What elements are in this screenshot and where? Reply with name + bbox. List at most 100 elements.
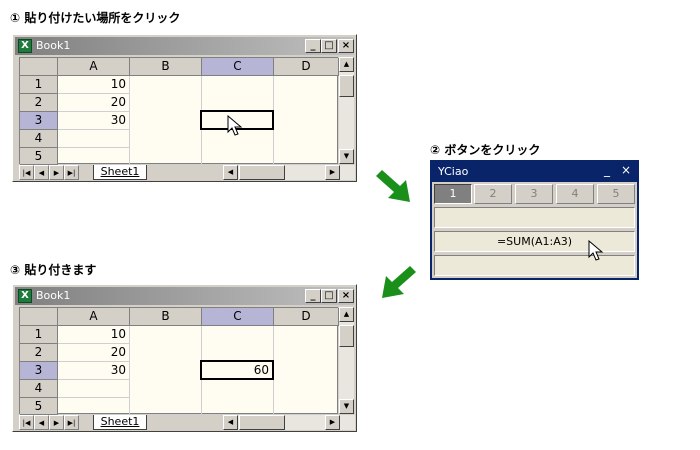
column-b-cells[interactable]: [130, 76, 202, 165]
palette-tab-2[interactable]: 2: [474, 184, 512, 204]
cell-a1[interactable]: 10: [58, 76, 130, 94]
palette-button-empty-2[interactable]: [434, 255, 635, 276]
close-button[interactable]: ×: [338, 39, 354, 53]
row-header-5[interactable]: 5: [20, 398, 58, 415]
close-button[interactable]: ×: [338, 289, 354, 303]
horizontal-scrollbar[interactable]: ◀ ▶: [223, 165, 355, 180]
cell-a2[interactable]: 20: [58, 94, 130, 112]
column-c-lower-cells[interactable]: [202, 380, 274, 415]
next-sheet-button[interactable]: ▶: [49, 165, 64, 180]
sheet-tab-bar: |◀ ◀ ▶ ▶| Sheet1 ◀ ▶: [19, 165, 355, 180]
cell-a5[interactable]: [58, 148, 130, 165]
step-3-caption: ③ 貼り付きます: [10, 263, 97, 277]
active-cell-c3[interactable]: [200, 110, 274, 130]
palette-button-sum[interactable]: =SUM(A1:A3): [434, 231, 635, 252]
palette-title: YCiao: [438, 165, 469, 178]
column-c-cells[interactable]: [202, 76, 274, 112]
palette-tab-5[interactable]: 5: [597, 184, 635, 204]
column-d-cells[interactable]: [274, 326, 339, 415]
hscroll-thumb[interactable]: [239, 415, 285, 430]
worksheet-grid: A B C D 1 2 3 4 5 10 20 30 60: [19, 307, 339, 415]
vertical-scrollbar[interactable]: ▲ ▼: [339, 307, 354, 414]
row-header-5[interactable]: 5: [20, 148, 58, 165]
mouse-pointer-icon: [227, 115, 243, 136]
column-header-a[interactable]: A: [58, 308, 130, 326]
minimize-button[interactable]: _: [305, 289, 321, 303]
row-header-2[interactable]: 2: [20, 94, 58, 112]
worksheet-grid: A B C D 1 2 3 4 5 10 20 30: [19, 57, 339, 165]
column-c-lower-cells[interactable]: [202, 130, 274, 165]
palette-title-bar[interactable]: YCiao _ ×: [432, 162, 637, 182]
sheet-tab[interactable]: Sheet1: [93, 165, 147, 180]
select-all-corner[interactable]: [20, 308, 58, 326]
cell-a5[interactable]: [58, 398, 130, 415]
palette-tab-1[interactable]: 1: [434, 184, 472, 204]
last-sheet-button[interactable]: ▶|: [64, 415, 79, 430]
palette-tab-3[interactable]: 3: [515, 184, 553, 204]
title-bar[interactable]: X Book1 _ □ ×: [15, 37, 354, 55]
hscroll-thumb[interactable]: [239, 165, 285, 180]
excel-icon: X: [18, 289, 32, 303]
scroll-right-button[interactable]: ▶: [325, 415, 340, 430]
column-header-c[interactable]: C: [202, 308, 274, 326]
first-sheet-button[interactable]: |◀: [19, 415, 34, 430]
step-1-caption: ① 貼り付けたい場所をクリック: [10, 11, 181, 25]
excel-icon: X: [18, 39, 32, 53]
row-header-1[interactable]: 1: [20, 76, 58, 94]
minimize-icon[interactable]: _: [604, 163, 610, 177]
next-sheet-button[interactable]: ▶: [49, 415, 64, 430]
excel-window-before: X Book1 _ □ × A B C D 1 2 3 4 5 10 20 30…: [12, 34, 357, 182]
scroll-thumb[interactable]: [339, 75, 354, 97]
column-header-c[interactable]: C: [202, 58, 274, 76]
scroll-down-button[interactable]: ▼: [339, 399, 354, 414]
sheet-tab-bar: |◀ ◀ ▶ ▶| Sheet1 ◀ ▶: [19, 415, 355, 430]
row-header-1[interactable]: 1: [20, 326, 58, 344]
column-header-d[interactable]: D: [274, 58, 339, 76]
title-bar[interactable]: X Book1 _ □ ×: [15, 287, 354, 305]
column-header-b[interactable]: B: [130, 58, 202, 76]
prev-sheet-button[interactable]: ◀: [34, 165, 49, 180]
maximize-button[interactable]: □: [321, 39, 337, 53]
column-c-cells[interactable]: [202, 326, 274, 362]
minimize-button[interactable]: _: [305, 39, 321, 53]
cell-a3[interactable]: 30: [58, 362, 130, 380]
scroll-left-button[interactable]: ◀: [223, 415, 238, 430]
cell-a3[interactable]: 30: [58, 112, 130, 130]
sheet-tab[interactable]: Sheet1: [93, 415, 147, 430]
cell-a4[interactable]: [58, 380, 130, 398]
select-all-corner[interactable]: [20, 58, 58, 76]
scroll-right-button[interactable]: ▶: [325, 165, 340, 180]
row-header-3[interactable]: 3: [20, 362, 58, 380]
column-header-d[interactable]: D: [274, 308, 339, 326]
scroll-down-button[interactable]: ▼: [339, 149, 354, 164]
row-header-3[interactable]: 3: [20, 112, 58, 130]
active-cell-c3[interactable]: 60: [200, 360, 274, 380]
close-icon[interactable]: ×: [621, 163, 632, 177]
cell-a1[interactable]: 10: [58, 326, 130, 344]
mouse-pointer-icon: [588, 240, 604, 261]
yciao-palette-window: YCiao _ × 1 2 3 4 5 =SUM(A1:A3): [430, 160, 639, 280]
vertical-scrollbar[interactable]: ▲ ▼: [339, 57, 354, 164]
first-sheet-button[interactable]: |◀: [19, 165, 34, 180]
scroll-left-button[interactable]: ◀: [223, 165, 238, 180]
column-d-cells[interactable]: [274, 76, 339, 165]
column-header-a[interactable]: A: [58, 58, 130, 76]
horizontal-scrollbar[interactable]: ◀ ▶: [223, 415, 355, 430]
maximize-button[interactable]: □: [321, 289, 337, 303]
cell-a4[interactable]: [58, 130, 130, 148]
prev-sheet-button[interactable]: ◀: [34, 415, 49, 430]
scroll-up-button[interactable]: ▲: [339, 57, 354, 72]
scroll-thumb[interactable]: [339, 325, 354, 347]
row-header-4[interactable]: 4: [20, 380, 58, 398]
last-sheet-button[interactable]: ▶|: [64, 165, 79, 180]
excel-window-after: X Book1 _ □ × A B C D 1 2 3 4 5 10 20 30…: [12, 284, 357, 432]
cell-a2[interactable]: 20: [58, 344, 130, 362]
row-header-2[interactable]: 2: [20, 344, 58, 362]
row-header-4[interactable]: 4: [20, 130, 58, 148]
palette-tab-4[interactable]: 4: [556, 184, 594, 204]
column-b-cells[interactable]: [130, 326, 202, 415]
palette-button-empty-1[interactable]: [434, 207, 635, 228]
scroll-up-button[interactable]: ▲: [339, 307, 354, 322]
arrow-down-right-icon: [376, 170, 410, 202]
column-header-b[interactable]: B: [130, 308, 202, 326]
